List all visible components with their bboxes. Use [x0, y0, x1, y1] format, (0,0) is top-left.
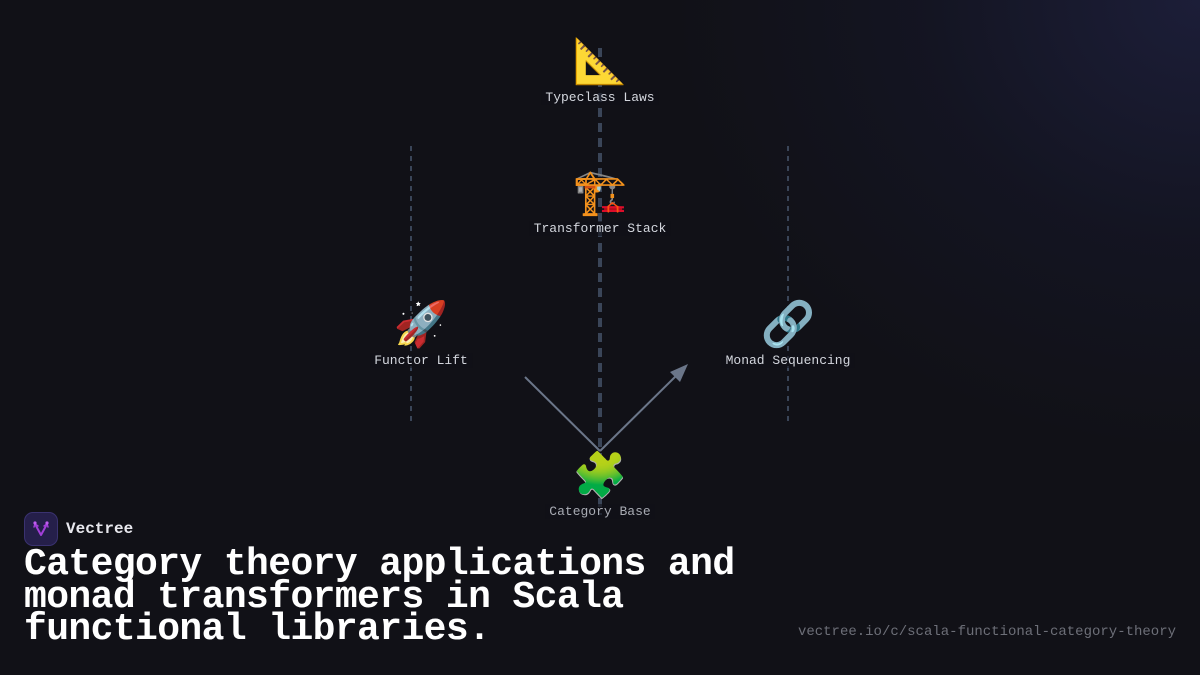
node-label: Transformer Stack	[529, 221, 671, 236]
link-icon: 🔗	[760, 300, 816, 349]
arrowhead-icon	[670, 364, 688, 382]
brand-name: Vectree	[66, 520, 134, 538]
node-label: Functor Lift	[370, 353, 472, 368]
node-monad-sequencing[interactable]: 🔗 Monad Sequencing	[721, 299, 855, 369]
brand[interactable]: Vectree	[24, 512, 133, 546]
node-typeclass-laws[interactable]: 📐 Typeclass Laws	[541, 36, 659, 106]
node-label: Typeclass Laws	[541, 90, 659, 105]
edge-base-to-functor	[524, 376, 601, 452]
node-label: Category Base	[545, 504, 655, 519]
triangular-ruler-icon: 📐	[572, 37, 628, 86]
page-title: Category theory applications and monad t…	[24, 543, 735, 651]
vectree-logo-icon	[24, 512, 58, 546]
node-functor-lift[interactable]: 🚀 Functor Lift	[370, 299, 472, 369]
node-label: Monad Sequencing	[721, 353, 855, 368]
crane-icon: 🏗️	[572, 168, 628, 217]
rocket-icon: 🚀	[393, 300, 449, 349]
puzzle-piece-icon: 🧩	[572, 451, 628, 500]
node-transformer-stack[interactable]: 🏗️ Transformer Stack	[529, 167, 671, 237]
page-url[interactable]: vectree.io/c/scala-functional-category-t…	[797, 624, 1176, 640]
edge-base-to-monad	[599, 371, 681, 452]
node-category-base[interactable]: 🧩 Category Base	[545, 450, 655, 520]
